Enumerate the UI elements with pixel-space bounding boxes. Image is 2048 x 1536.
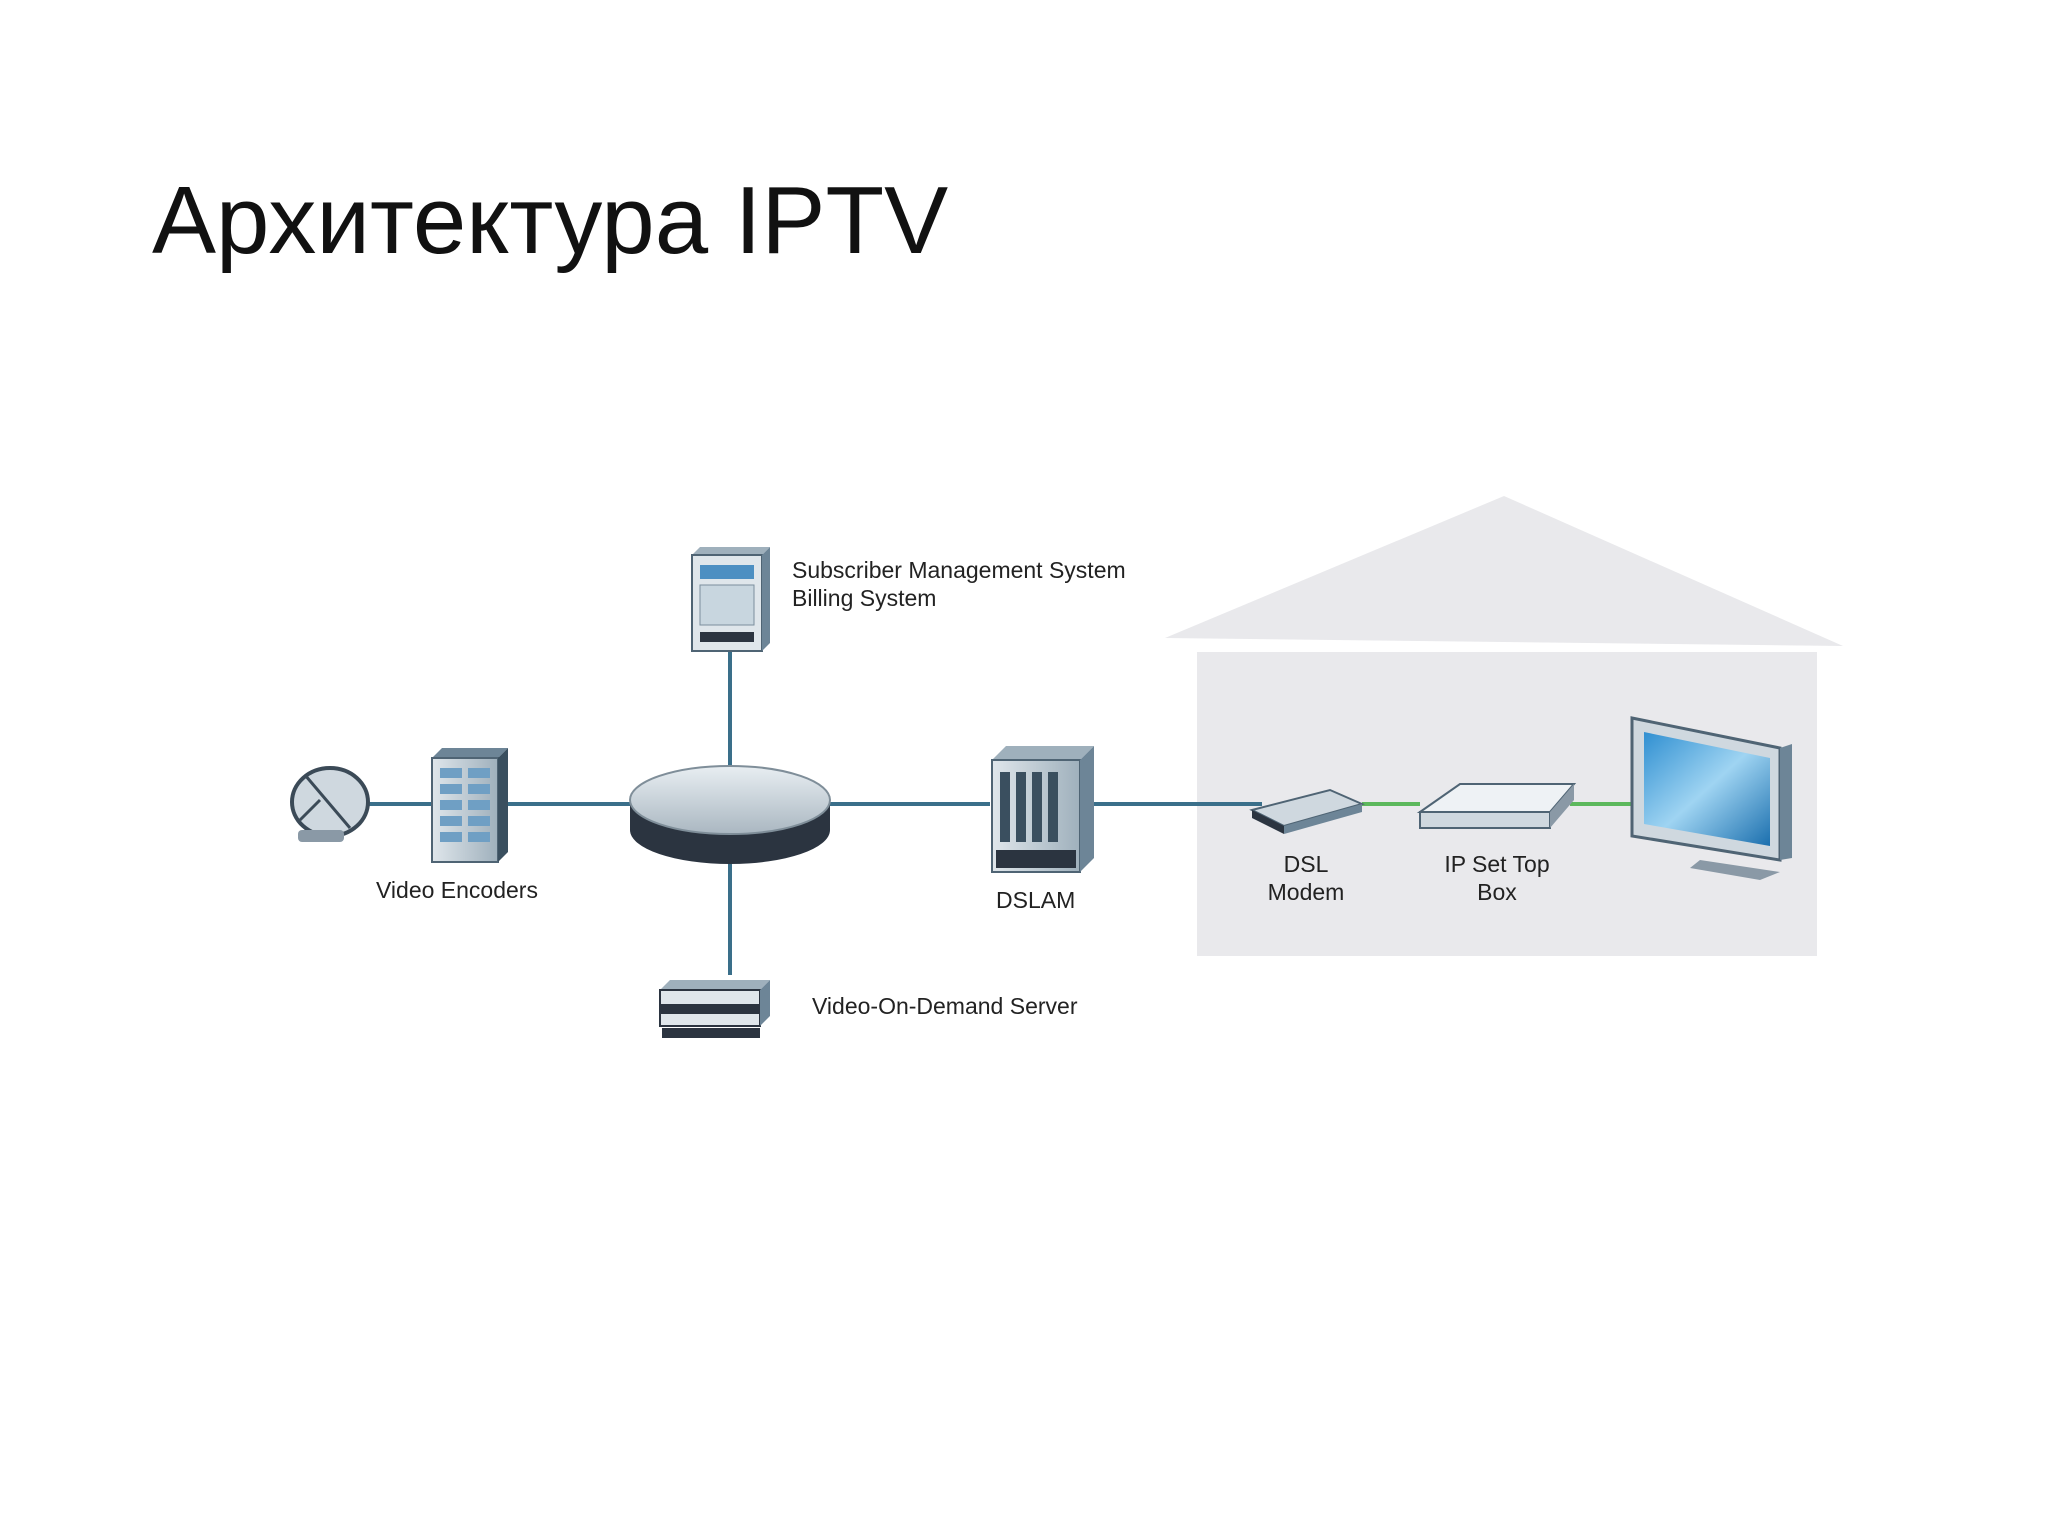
subscriber-server-icon	[691, 547, 770, 652]
label-box: Box	[1477, 879, 1517, 905]
dsl-modem-icon	[1249, 788, 1365, 834]
label-vod-server: Video-On-Demand Server	[812, 993, 1078, 1019]
label-ip-set-top: IP Set Top	[1444, 851, 1549, 877]
house-roof	[1165, 496, 1843, 646]
label-modem: Modem	[1268, 879, 1345, 905]
diagram-labels: Subscriber Management System Billing Sys…	[376, 557, 1550, 1019]
label-billing-system: Billing System	[792, 585, 936, 611]
label-dslam: DSLAM	[996, 887, 1075, 913]
label-dsl: DSL	[1284, 851, 1329, 877]
satellite-dish-icon	[290, 766, 370, 842]
network-links	[362, 650, 1640, 975]
set-top-box-icon	[1416, 783, 1577, 829]
vod-server-icon	[659, 980, 770, 1038]
television-icon	[1630, 716, 1792, 880]
core-network-router-icon	[629, 765, 831, 864]
label-video-encoders: Video Encoders	[376, 877, 538, 903]
label-subscriber-management: Subscriber Management System	[792, 557, 1126, 583]
slide-title: Архитектура IPTV	[152, 167, 949, 274]
video-encoder-rack-icon	[431, 748, 508, 863]
dslam-icon	[991, 746, 1094, 873]
